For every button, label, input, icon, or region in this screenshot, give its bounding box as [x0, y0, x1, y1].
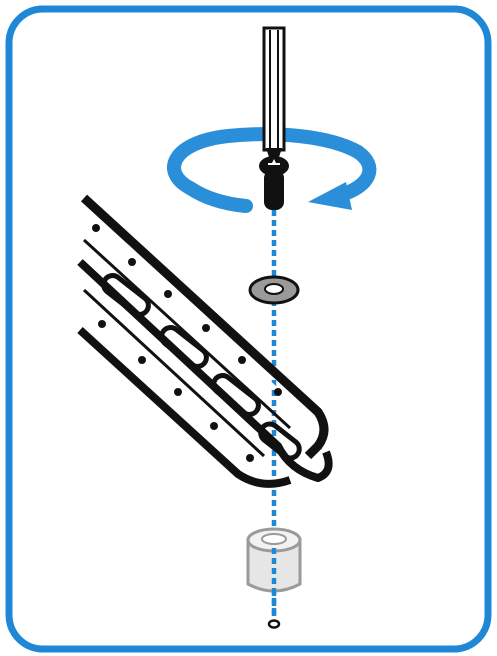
- washer-icon: [250, 277, 298, 303]
- screwdriver-icon: [264, 28, 284, 160]
- hole-icon: [269, 621, 279, 628]
